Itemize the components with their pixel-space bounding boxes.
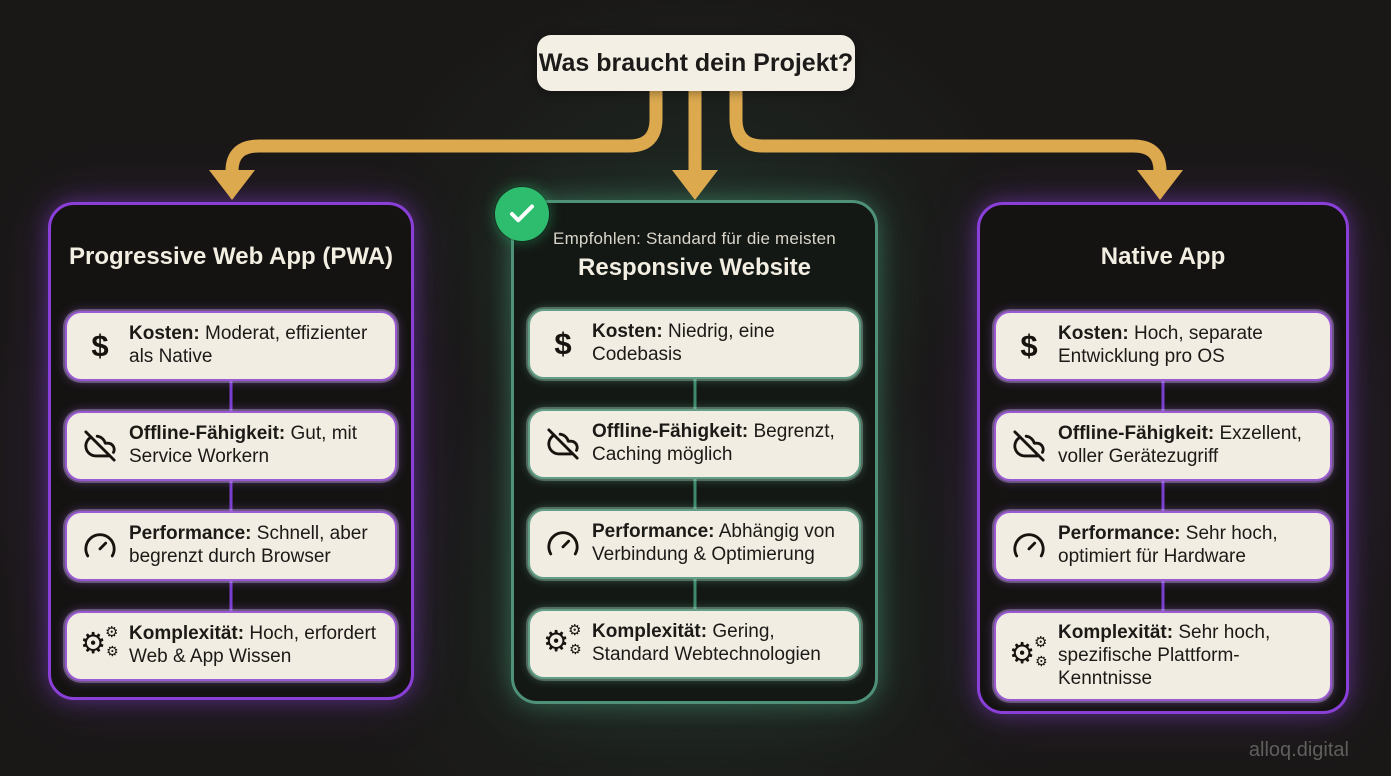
card-label: Kosten: (1058, 323, 1129, 345)
card-label: Performance: (592, 521, 715, 543)
card-pwa-performance: Performance: Schnell, aber begrenzt durc… (65, 511, 397, 581)
card-native-performance: Performance: Sehr hoch, optimiert für Ha… (994, 511, 1332, 581)
cloud-off-icon (1006, 429, 1052, 463)
column-native-header: Native App (980, 205, 1346, 309)
cloud-off-icon (77, 429, 123, 463)
card-value: Sehr hoch, optimiert für Hardware (1058, 523, 1278, 567)
card-value: Schnell, aber begrenzt durch Browser (129, 523, 368, 567)
column-responsive-title: Responsive Website (578, 253, 811, 281)
card-label: Komplexität: (592, 621, 708, 643)
column-responsive: Empfohlen: Standard für die meisten Resp… (495, 187, 878, 704)
watermark: alloq.digital (1248, 739, 1349, 761)
card-label: Kosten: (129, 323, 200, 345)
column-pwa: Progressive Web App (PWA) $ Kosten: Mode… (48, 202, 414, 700)
card-pwa-offline: Offline-Fähigkeit: Gut, mit Service Work… (65, 411, 397, 481)
dollar-icon: $ (554, 326, 572, 361)
card-label: Performance: (129, 523, 252, 545)
card-label: Offline-Fähigkeit: (1058, 423, 1215, 445)
arrow-heads (209, 170, 1183, 200)
root-question-box: Was braucht dein Projekt? (537, 35, 855, 91)
column-pwa-title: Progressive Web App (PWA) (68, 243, 394, 270)
card-responsive-komplexitaet: ⚙⚙⚙ Komplexität: Gering, Standard Webtec… (528, 609, 861, 679)
card-value: Hoch, erfordert Web & App Wissen (129, 623, 377, 667)
cloud-off-icon (540, 427, 586, 461)
column-native-title: Native App (1100, 243, 1226, 270)
card-value: Moderat, effizienter als Native (129, 323, 368, 367)
gears-icon: ⚙⚙⚙ (543, 621, 582, 658)
card-value: Hoch, separate Entwicklung pro OS (1058, 323, 1263, 367)
card-pwa-komplexitaet: ⚙⚙⚙ Komplexität: Hoch, erfordert Web & A… (65, 611, 397, 681)
gauge-icon (540, 527, 586, 561)
card-value: Gering, Standard Webtechnologien (592, 621, 821, 665)
card-native-komplexitaet: ⚙⚙⚙ Komplexität: Sehr hoch, spezifische … (994, 611, 1332, 702)
arrow-right-head (1137, 170, 1183, 200)
card-label: Performance: (1058, 523, 1181, 545)
root-question-label: Was braucht dein Projekt? (538, 48, 854, 77)
card-value: Begrenzt, Caching möglich (592, 421, 835, 465)
arrow-right-line (729, 88, 1167, 172)
card-label: Kosten: (592, 321, 663, 343)
card-label: Komplexität: (129, 623, 245, 645)
card-responsive-performance: Performance: Abhängig von Verbindung & O… (528, 509, 861, 579)
card-label: Offline-Fähigkeit: (129, 423, 286, 445)
column-native: Native App $ Kosten: Hoch, separate Entw… (977, 202, 1349, 714)
card-value: Exzellent, voller Gerätezugriff (1058, 423, 1302, 467)
card-pwa-kosten: $ Kosten: Moderat, effizienter als Nativ… (65, 311, 397, 381)
arrow-left-line (225, 88, 663, 172)
column-responsive-cards: $ Kosten: Niedrig, eine Codebasis Offlin… (528, 309, 861, 679)
card-value: Sehr hoch, spezifische Plattform-Kenntni… (1058, 622, 1271, 689)
gears-icon: ⚙⚙⚙ (80, 623, 119, 660)
card-native-kosten: $ Kosten: Hoch, separate Entwicklung pro… (994, 311, 1332, 381)
connector-line (1161, 346, 1165, 667)
gauge-icon (77, 529, 123, 563)
recommended-check-badge (495, 187, 549, 241)
connector-line (229, 346, 233, 646)
column-responsive-subtitle: Empfohlen: Standard für die meisten (553, 228, 836, 248)
card-responsive-offline: Offline-Fähigkeit: Begrenzt, Caching mög… (528, 409, 861, 479)
gears-icon: ⚙⚙⚙ (1009, 633, 1048, 671)
column-pwa-header: Progressive Web App (PWA) (51, 205, 411, 309)
card-value: Gut, mit Service Workern (129, 423, 358, 467)
column-native-cards: $ Kosten: Hoch, separate Entwicklung pro… (994, 311, 1332, 702)
column-responsive-header: Empfohlen: Standard für die meisten Resp… (514, 203, 875, 307)
connector-line (693, 344, 696, 644)
card-native-offline: Offline-Fähigkeit: Exzellent, voller Ger… (994, 411, 1332, 481)
card-label: Offline-Fähigkeit: (592, 421, 749, 443)
card-value: Niedrig, eine Codebasis (592, 321, 775, 365)
arrow-center-head (672, 170, 718, 200)
dollar-icon: $ (1020, 328, 1038, 363)
card-value: Abhängig von Verbindung & Optimierung (592, 521, 835, 565)
arrow-lines (225, 88, 1167, 172)
card-responsive-kosten: $ Kosten: Niedrig, eine Codebasis (528, 309, 861, 379)
arrow-left-head (209, 170, 255, 200)
card-label: Komplexität: (1058, 622, 1174, 643)
dollar-icon: $ (91, 328, 109, 363)
column-pwa-cards: $ Kosten: Moderat, effizienter als Nativ… (65, 311, 397, 681)
gauge-icon (1006, 529, 1052, 563)
check-icon (510, 204, 534, 223)
